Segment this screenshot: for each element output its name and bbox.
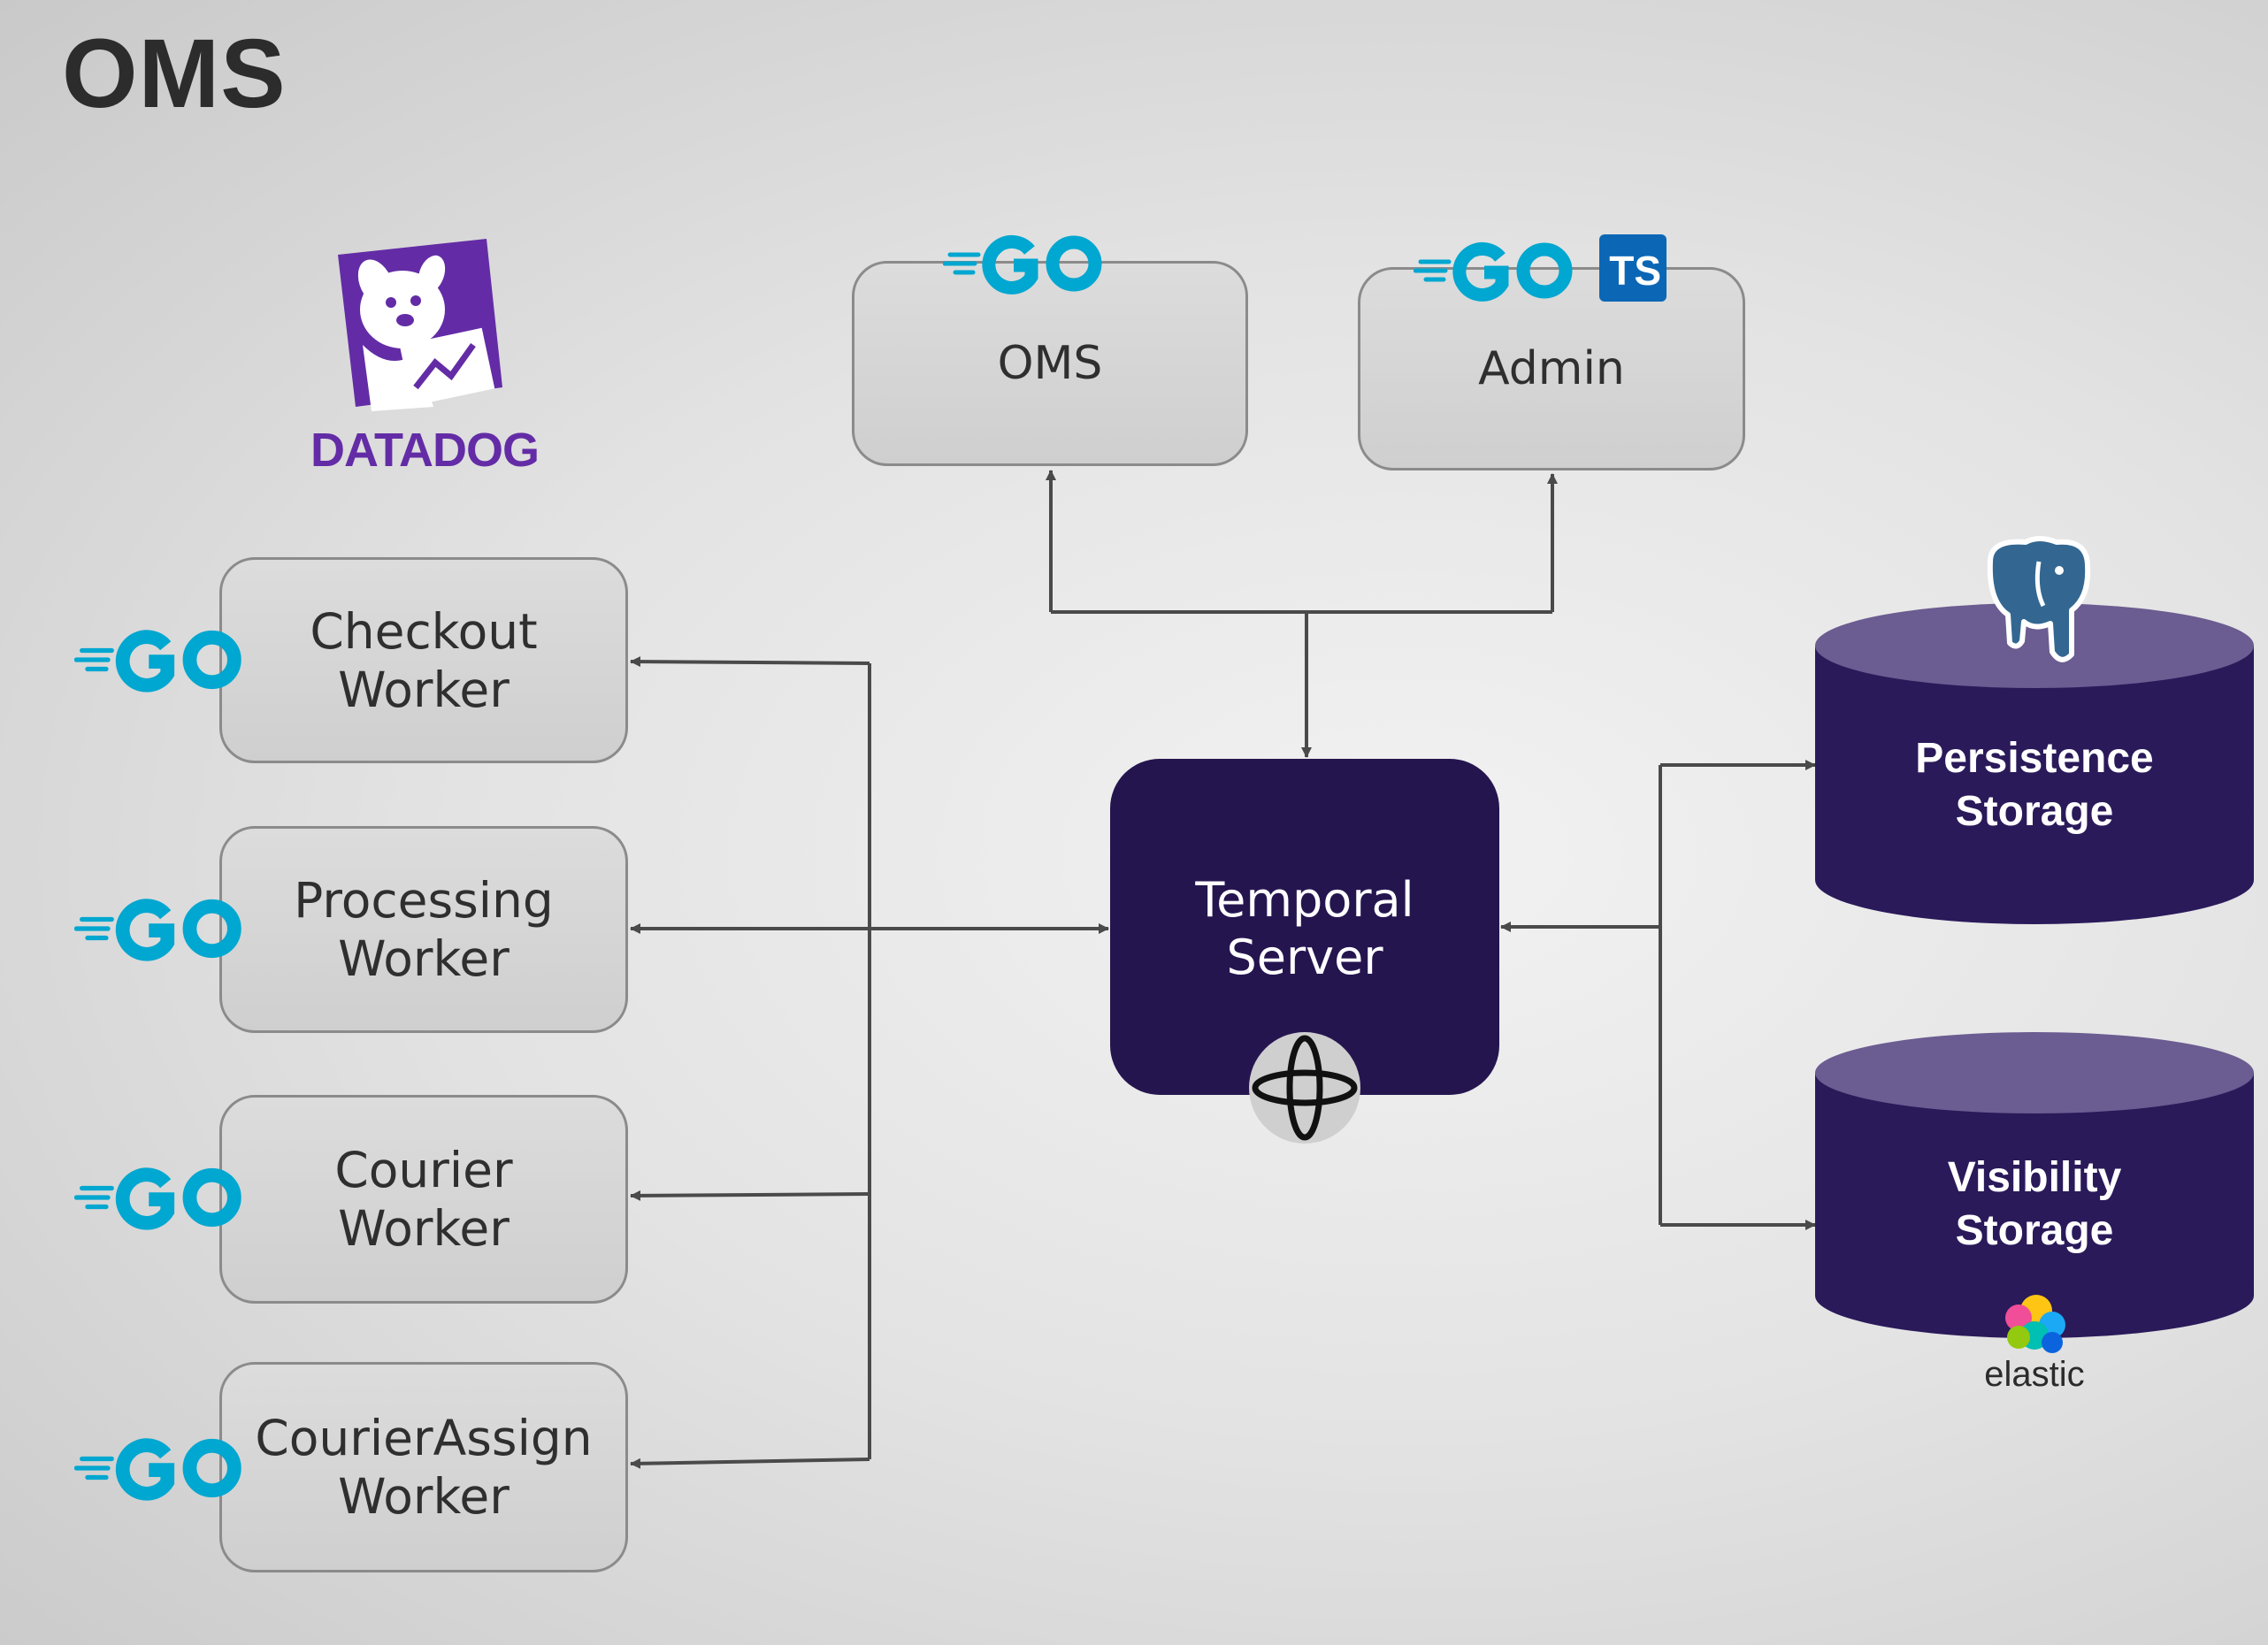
connector-courierassign [630, 1458, 870, 1469]
typescript-logo: TS [1599, 234, 1667, 302]
go-logo-admin [1414, 241, 1573, 302]
slide-title: OMS [62, 19, 287, 128]
visibility-storage-label: Visibility Storage [1947, 1154, 2122, 1254]
elastic-wordmark: elastic [1984, 1355, 2085, 1394]
go-logo-processing [74, 899, 241, 961]
worker-box-courier: Courier Worker [219, 1095, 628, 1304]
postgresql-logo [1987, 536, 2091, 662]
visibility-storage-cylinder [1815, 1032, 2254, 1338]
temporal-icon [1249, 1032, 1360, 1144]
worker-box-processing: Processing Worker [219, 826, 628, 1033]
worker-box-checkout: Checkout Worker [219, 557, 628, 763]
datadog-wordmark: DATADOG [310, 424, 540, 477]
worker-label-processing: Processing Worker [294, 872, 554, 987]
worker-box-courierassign: CourierAssign Worker [219, 1362, 628, 1572]
persistence-storage-cylinder [1815, 603, 2254, 924]
service-box-admin: Admin [1358, 267, 1745, 471]
go-logo-checkout [74, 630, 241, 692]
worker-label-checkout: Checkout Worker [310, 602, 538, 718]
service-box-oms: OMS [852, 261, 1248, 466]
temporal-server-label: Temporal Server [1195, 872, 1414, 985]
persistence-storage-label: Persistence Storage [1915, 735, 2154, 835]
service-label-oms: OMS [997, 336, 1103, 390]
service-label-admin: Admin [1478, 341, 1625, 395]
worker-label-courierassign: CourierAssign Worker [255, 1410, 593, 1525]
datadog-logo [338, 239, 502, 411]
go-logo-courier [74, 1167, 241, 1230]
go-logo-oms [943, 234, 1102, 295]
connector-checkout [630, 656, 870, 668]
elastic-logo [2005, 1295, 2065, 1353]
worker-label-courier: Courier Worker [334, 1142, 513, 1257]
go-logo-courierassign [74, 1438, 241, 1501]
connector-courier [630, 1190, 870, 1201]
